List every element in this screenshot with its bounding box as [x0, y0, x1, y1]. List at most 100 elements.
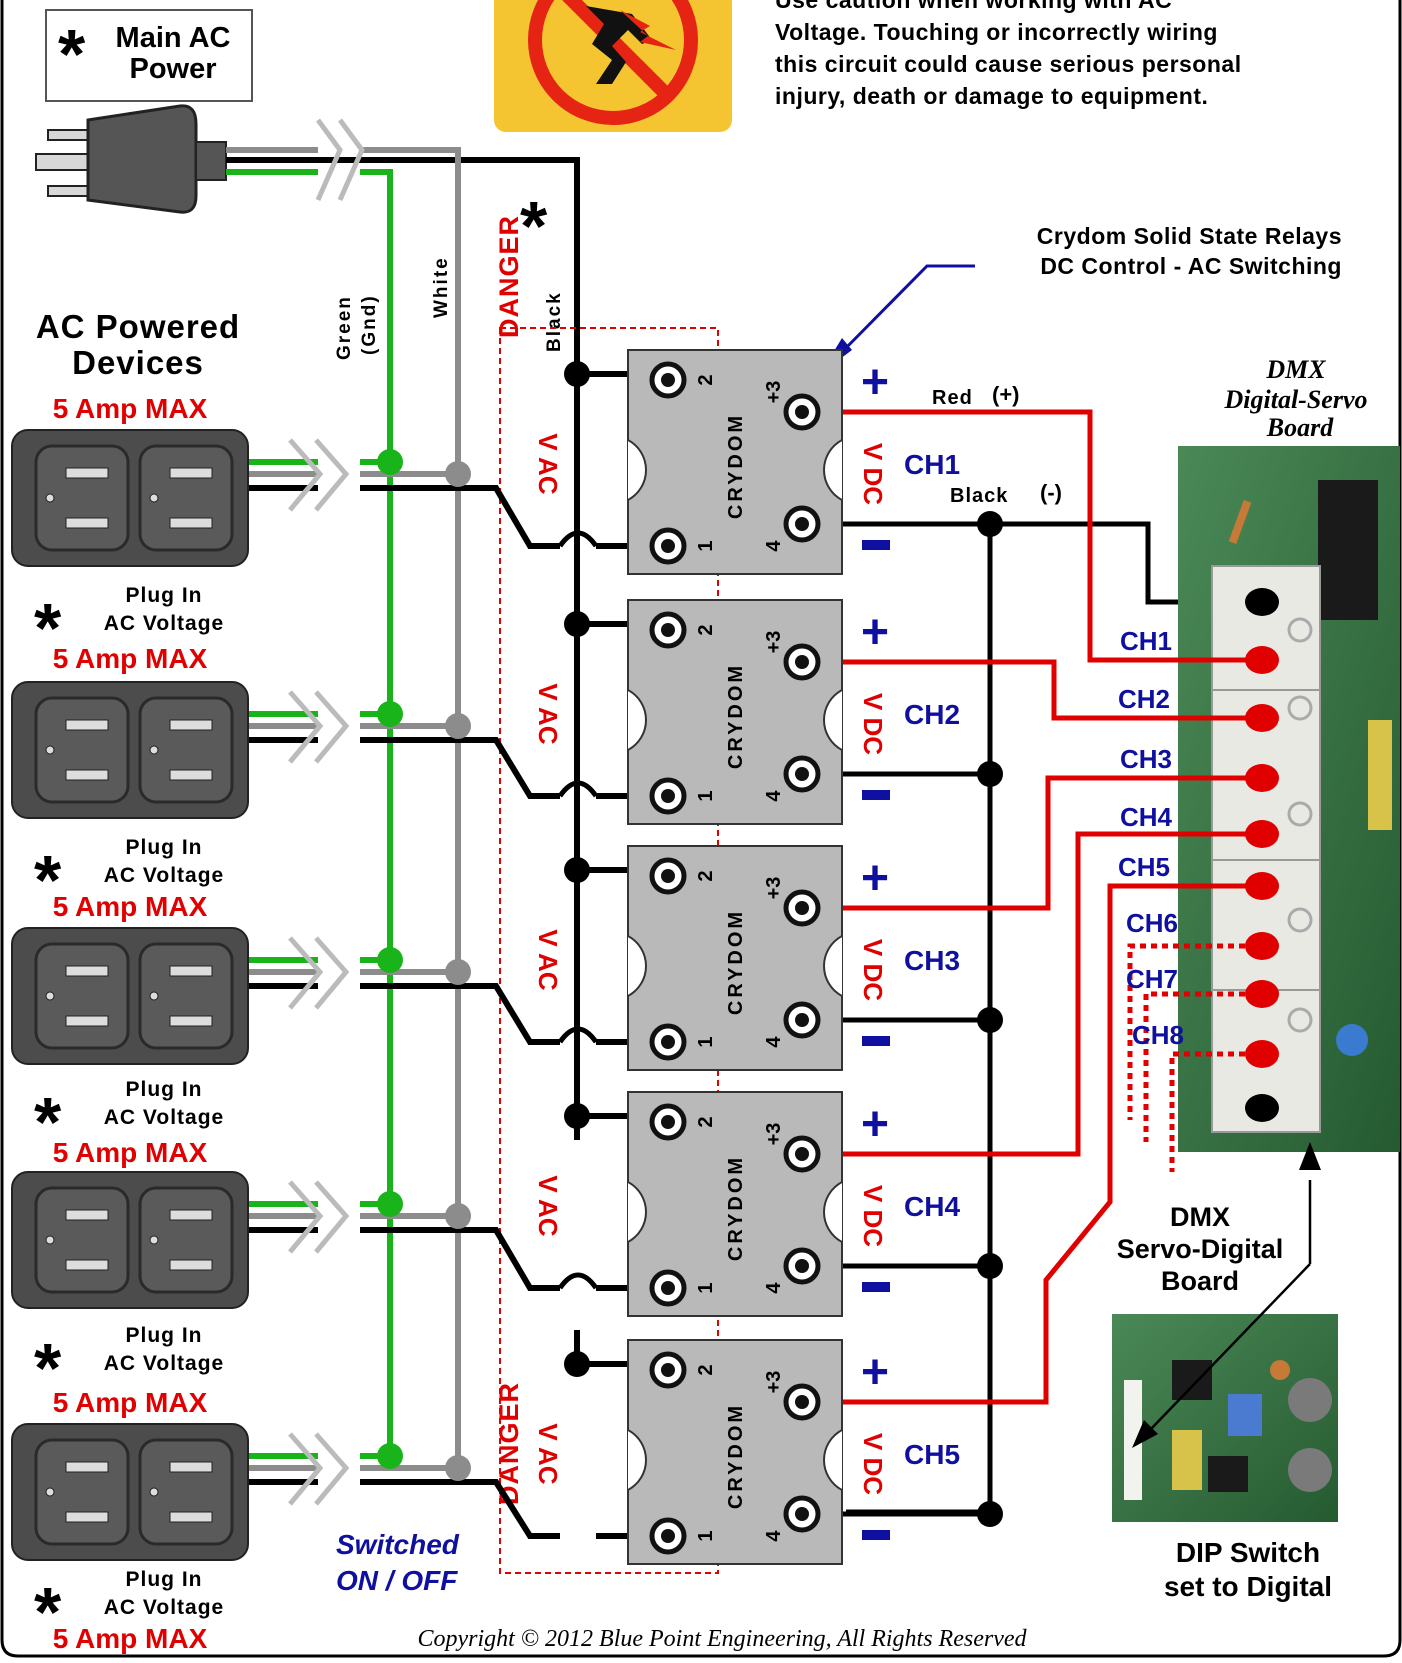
ground-hole — [149, 991, 159, 1001]
black-dc-sign: (-) — [1040, 480, 1062, 505]
outlet-4 — [11, 1171, 249, 1309]
board-ground-terminal — [1245, 1094, 1279, 1122]
terminal-1-label: 1 — [695, 790, 717, 801]
ground-junction-1 — [377, 449, 403, 475]
relay-channel-label: CH2 — [904, 699, 960, 730]
terminal-1-label: 1 — [695, 1036, 717, 1047]
relay-callout-line1: Crydom Solid State Relays — [1037, 223, 1342, 249]
prong-slot — [169, 467, 213, 479]
main-power-line1: Main AC — [116, 22, 231, 54]
hot-junction-4 — [564, 1103, 590, 1129]
plug-in-label: Plug In — [126, 1324, 203, 1347]
gnd-wire-label: (Gnd) — [359, 294, 380, 355]
dc-negative-junction-1 — [977, 511, 1003, 537]
dc-positive-wire-4 — [818, 831, 1256, 1157]
dc-positive-wire-5 — [818, 883, 1256, 1405]
power-cord-green — [226, 169, 393, 1460]
plug-in-label: Plug In — [126, 584, 203, 607]
prong-slot — [65, 1209, 109, 1221]
board-channel-label: CH5 — [1118, 852, 1170, 882]
t4-terminal-icon-center — [795, 1013, 809, 1027]
ground-hole — [149, 745, 159, 755]
relay-channel-label: CH4 — [904, 1191, 960, 1222]
board-channel-label: CH8 — [1132, 1020, 1184, 1050]
relay-mount-slot-left — [627, 689, 647, 751]
dc-positive-wire-2 — [818, 659, 1256, 721]
dc-plus-icon: + — [861, 1098, 889, 1151]
black-wire-star: * — [520, 187, 548, 265]
switched-wire-3 — [248, 983, 660, 1045]
vdc-label: V DC — [858, 939, 888, 1001]
relay-brand-label: CRYDOM — [725, 1155, 747, 1261]
t3-terminal-icon-center — [795, 901, 809, 915]
danger-label-top: DANGER — [494, 215, 524, 338]
electric-shock-warning-icon — [494, 0, 732, 132]
board-channel-label: CH7 — [1126, 964, 1178, 994]
plug-in-label: Plug In — [126, 836, 203, 859]
terminal-3-label: +3 — [763, 1371, 785, 1394]
neutral-junction-5 — [445, 1455, 471, 1481]
t2-terminal-icon-center — [661, 373, 675, 387]
plug-in-star: * — [34, 589, 62, 667]
terminal-4-label: 4 — [763, 540, 785, 552]
relay-mount-slot-left — [627, 439, 647, 501]
board-channel-label: CH6 — [1126, 908, 1178, 938]
dc-negative-junction-2 — [977, 761, 1003, 787]
t4-terminal-icon-center — [795, 517, 809, 531]
hot-junction-2 — [564, 611, 590, 637]
plug-in-star: * — [34, 1083, 62, 1161]
terminal-3-label: +3 — [763, 1123, 785, 1146]
warning-line3: this circuit could cause serious persona… — [775, 51, 1242, 77]
t2-terminal-icon-center — [661, 623, 675, 637]
board-ground-terminal — [1245, 588, 1279, 616]
terminal-1-label: 1 — [695, 540, 717, 551]
hot-junction-3 — [564, 857, 590, 883]
dip-line2: set to Digital — [1164, 1571, 1332, 1602]
vac-label: V AC — [533, 1175, 563, 1236]
relay-mount-slot-left — [627, 935, 647, 997]
board-channel-terminal-7 — [1245, 980, 1279, 1008]
t4-terminal-icon-center — [795, 1507, 809, 1521]
wire-crossover-1 — [557, 530, 599, 548]
servo-board-line3: Board — [1161, 1266, 1239, 1296]
t4-terminal-icon-center — [795, 1259, 809, 1273]
wire-crossover-4 — [557, 1272, 599, 1290]
terminal-4-label: 4 — [763, 1530, 785, 1542]
outlet-2 — [11, 681, 249, 819]
cord-break-main — [315, 118, 365, 202]
relay-callout-line2: DC Control - AC Switching — [1040, 253, 1342, 279]
neutral-junction-2 — [445, 713, 471, 739]
vac-label: V AC — [533, 683, 563, 744]
black-dc-label: Black — [950, 485, 1008, 507]
prong-slot — [169, 517, 213, 529]
vac-label: V AC — [533, 433, 563, 494]
cord-break-2 — [288, 690, 350, 764]
terminal-3-label: +3 — [763, 877, 785, 900]
board-channel-terminal-5 — [1245, 872, 1279, 900]
plug-in-label: Plug In — [126, 1078, 203, 1101]
dmx-board-line1: DMX — [1265, 355, 1326, 384]
neutral-junction-3 — [445, 959, 471, 985]
main-plug-icon — [35, 104, 227, 214]
relay-mount-slot-right — [823, 1429, 843, 1491]
switched-line2: ON / OFF — [336, 1565, 458, 1596]
dc-minus-icon — [862, 1282, 890, 1292]
relay-mount-slot-left — [627, 1181, 647, 1243]
board-channel-terminal-3 — [1245, 764, 1279, 792]
prong-slot — [169, 1461, 213, 1473]
main-power-star: * — [58, 15, 86, 93]
dc-minus-icon — [862, 1530, 890, 1540]
relay-channel-label: CH1 — [904, 449, 960, 480]
servo-board-line1: DMX — [1170, 1202, 1230, 1232]
servo-board-line2: Servo-Digital — [1117, 1234, 1284, 1264]
dc-minus-icon — [862, 790, 890, 800]
relay-brand-label: CRYDOM — [725, 413, 747, 519]
board-channel-label: CH3 — [1120, 744, 1172, 774]
t1-terminal-icon-center — [661, 1281, 675, 1295]
black-wire-label: Black — [544, 291, 565, 352]
t2-terminal-icon-center — [661, 869, 675, 883]
prong-slot — [65, 1015, 109, 1027]
